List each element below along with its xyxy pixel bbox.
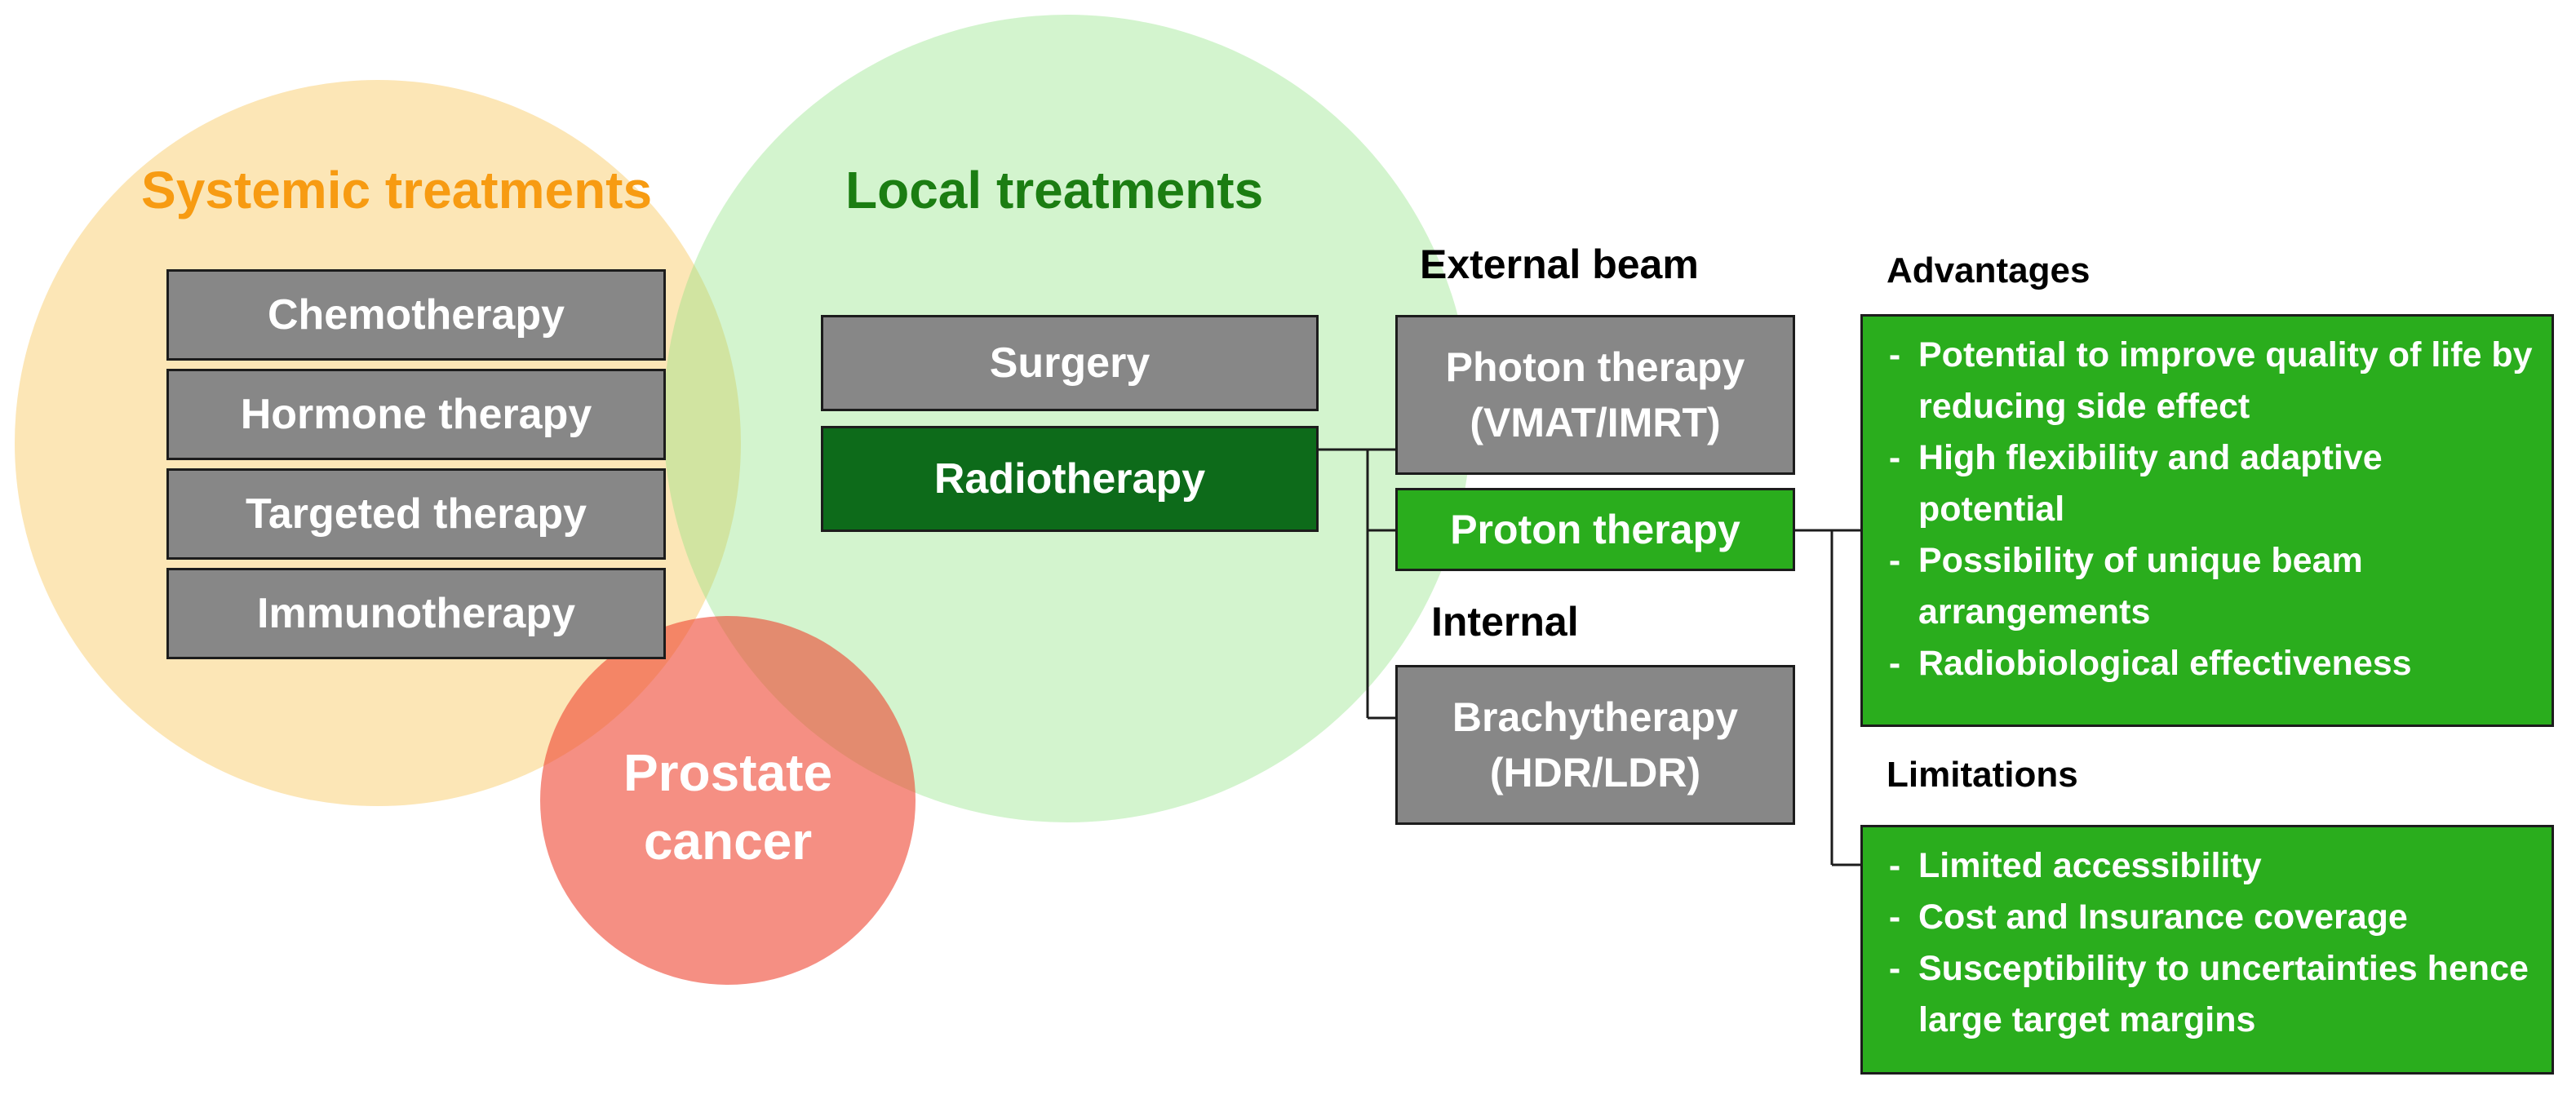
advantage-text: Potential to improve quality of life by …	[1918, 335, 2533, 426]
advantage-text: Radiobiological effectiveness	[1918, 644, 2412, 683]
photon-therapy-line2: (VMAT/IMRT)	[1470, 400, 1721, 445]
limitation-text: Susceptibility to uncertainties hence la…	[1918, 949, 2529, 1039]
prostate-cancer-circle	[540, 616, 916, 985]
prostate-cancer-line2: cancer	[643, 812, 813, 871]
bullet-dash: -	[1888, 438, 1901, 477]
bullet-dash: -	[1888, 644, 1901, 683]
limitations-title: Limitations	[1887, 755, 2078, 795]
limitation-text: Cost and Insurance coverage	[1918, 897, 2408, 937]
advantage-item: -Potential to improve quality of life by…	[1871, 330, 2537, 432]
targeted-therapy-box: Targeted therapy	[166, 468, 666, 560]
limitation-text: Limited accessibility	[1918, 846, 2262, 885]
advantage-item: -Possibility of unique beam arrangements	[1871, 535, 2537, 638]
radiotherapy-box: Radiotherapy	[821, 426, 1319, 532]
advantage-text: Possibility of unique beam arrangements	[1918, 541, 2363, 631]
advantage-item: -Radiobiological effectiveness	[1871, 638, 2537, 689]
advantages-panel: -Potential to improve quality of life by…	[1860, 314, 2554, 727]
advantage-item: -High flexibility and adaptive potential	[1871, 432, 2537, 535]
brachytherapy-line2: (HDR/LDR)	[1489, 750, 1701, 795]
brachytherapy-line1: Brachytherapy	[1452, 694, 1739, 740]
surgery-box: Surgery	[821, 315, 1319, 411]
bullet-dash: -	[1888, 949, 1901, 988]
bullet-dash: -	[1888, 897, 1901, 937]
hormone-therapy-box: Hormone therapy	[166, 369, 666, 460]
immunotherapy-box: Immunotherapy	[166, 568, 666, 659]
proton-therapy-box: Proton therapy	[1395, 488, 1795, 571]
local-treatments-title: Local treatments	[845, 161, 1264, 219]
systemic-treatments-title: Systemic treatments	[141, 161, 653, 219]
photon-therapy-box: Photon therapy (VMAT/IMRT)	[1395, 315, 1795, 475]
brachytherapy-box: Brachytherapy (HDR/LDR)	[1395, 665, 1795, 825]
limitation-item: -Susceptibility to uncertainties hence l…	[1871, 943, 2537, 1046]
advantages-title: Advantages	[1887, 250, 2091, 290]
external-beam-label: External beam	[1420, 242, 1699, 287]
advantage-text: High flexibility and adaptive potential	[1918, 438, 2383, 529]
bullet-dash: -	[1888, 846, 1901, 885]
prostate-cancer-label: Prostate cancer	[540, 738, 916, 875]
internal-label: Internal	[1431, 599, 1579, 645]
bullet-dash: -	[1888, 541, 1901, 580]
limitation-item: -Cost and Insurance coverage	[1871, 892, 2537, 943]
prostate-cancer-line1: Prostate	[623, 743, 833, 802]
chemotherapy-box: Chemotherapy	[166, 269, 666, 361]
limitation-item: -Limited accessibility	[1871, 840, 2537, 892]
limitations-panel: -Limited accessibility -Cost and Insuran…	[1860, 825, 2554, 1075]
photon-therapy-line1: Photon therapy	[1445, 344, 1745, 390]
bullet-dash: -	[1888, 335, 1901, 374]
